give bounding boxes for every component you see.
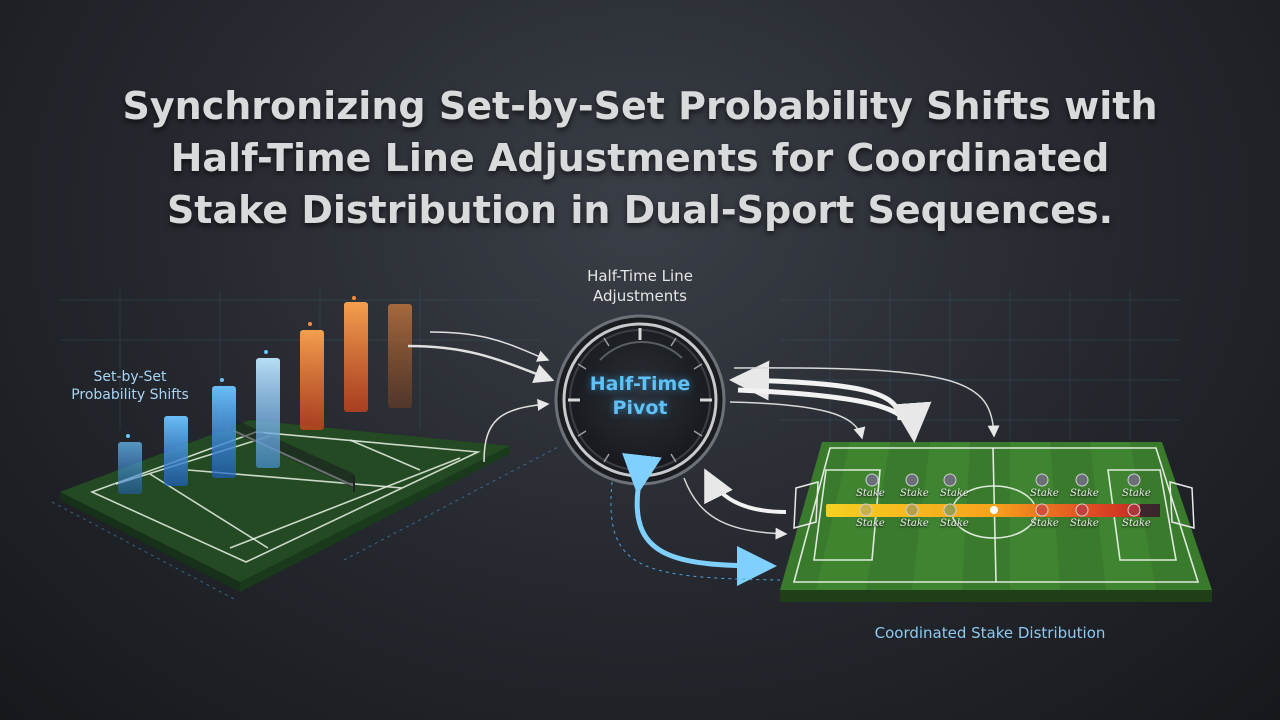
flow-arrows <box>407 331 1000 586</box>
stake-label: Stake <box>856 488 885 499</box>
stake-token <box>1035 473 1049 487</box>
stake-token <box>905 473 919 487</box>
pivot-label-line-1: Half-Time <box>589 373 691 395</box>
stake-token <box>1075 503 1089 517</box>
pivot-label-line-2: Pivot <box>612 397 668 419</box>
stake-token <box>1035 503 1049 517</box>
title-line-1: Synchronizing Set-by-Set Probability Shi… <box>122 84 1158 128</box>
arrow-bars-to-dial <box>407 344 555 384</box>
probability-bar <box>388 304 412 408</box>
probability-bar <box>164 416 188 486</box>
arrow-dial-to-pitch-lower <box>683 477 788 540</box>
stake-token <box>859 503 873 517</box>
distribution-section-label: Coordinated Stake Distribution <box>874 624 1106 642</box>
stake-label: Stake <box>940 518 969 529</box>
stake-label: Stake <box>856 518 885 529</box>
arrow-dial-to-pitch <box>737 387 932 443</box>
probability-bar <box>300 330 324 430</box>
stake-label: Stake <box>900 488 929 499</box>
stake-label: Stake <box>1030 488 1059 499</box>
stake-label: Stake <box>1122 488 1151 499</box>
stake-label: Stake <box>1070 518 1099 529</box>
stake-label: Stake <box>1030 518 1059 529</box>
tennis-section-label: Set-by-Set Probability Shifts <box>40 368 220 404</box>
arrow-dial-to-pitch <box>729 401 866 440</box>
stake-label: Stake <box>900 518 929 529</box>
stake-token <box>943 503 957 517</box>
page-title: Synchronizing Set-by-Set Probability Shi… <box>0 80 1280 236</box>
halftime-label-line-1: Half-Time Line <box>587 267 693 285</box>
arrow-pitch-to-dial-lower <box>704 468 787 514</box>
arrow-bars-to-dial <box>429 331 550 362</box>
arrow-court-to-dial <box>483 398 550 463</box>
tennis-label-line-1: Set-by-Set <box>93 369 167 385</box>
stake-token <box>865 473 879 487</box>
half-time-dial <box>554 314 726 486</box>
soccer-pitch <box>780 442 1212 602</box>
stake-tokens <box>859 473 1141 517</box>
halftime-section-label: Half-Time Line Adjustments <box>540 266 740 306</box>
arrow-loop-blue <box>622 452 777 586</box>
probability-bar <box>256 358 280 468</box>
stake-label: Stake <box>1122 518 1151 529</box>
stake-token <box>943 473 957 487</box>
probability-bars <box>118 296 412 494</box>
title-line-2: Half-Time Line Adjustments for Coordinat… <box>170 136 1110 180</box>
pivot-label: Half-Time Pivot <box>560 372 720 420</box>
stake-token <box>1075 473 1089 487</box>
soccer-goal-right <box>1169 481 1195 529</box>
stake-token <box>1127 503 1141 517</box>
arrow-pitch-to-dial <box>729 360 903 421</box>
stake-token <box>905 503 919 517</box>
arrow-dial-to-pitch <box>733 367 1000 438</box>
probability-bar <box>118 442 142 494</box>
halftime-label-line-2: Adjustments <box>593 287 687 305</box>
stake-label: Stake <box>940 488 969 499</box>
arrow-loop-blue-dashed <box>610 481 781 581</box>
tennis-label-line-2: Probability Shifts <box>71 387 189 403</box>
probability-bar <box>344 302 368 412</box>
title-line-3: Stake Distribution in Dual-Sport Sequenc… <box>166 188 1114 232</box>
stake-token <box>1127 473 1141 487</box>
stake-label: Stake <box>1070 488 1099 499</box>
soccer-goal-left <box>793 481 819 529</box>
probability-bar <box>212 386 236 478</box>
